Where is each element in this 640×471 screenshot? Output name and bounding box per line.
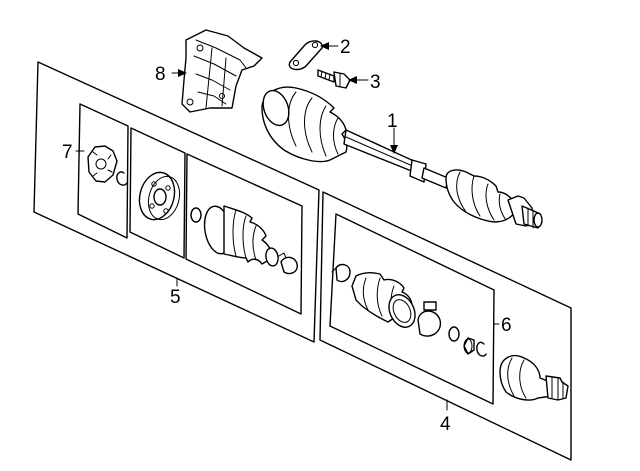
inner-box-inner-boot-kit <box>329 213 495 405</box>
arrow-2 <box>320 42 329 50</box>
lock-plate-part <box>288 40 323 71</box>
boot-band-part <box>417 301 442 337</box>
callout-2: 2 <box>340 37 351 58</box>
leader-lines <box>75 42 500 411</box>
ring-part <box>190 207 202 223</box>
panel-left <box>33 61 320 343</box>
callout-8: 8 <box>155 64 166 85</box>
boot-clamp-part-left <box>278 252 298 275</box>
heat-shield-part <box>181 29 263 113</box>
panel-right <box>319 191 572 461</box>
small-washer-part <box>448 326 460 342</box>
snap-ring-part <box>116 171 128 186</box>
retaining-ring-part <box>476 341 487 357</box>
callout-7: 7 <box>62 142 73 163</box>
callout-5: 5 <box>170 287 181 308</box>
callout-1: 1 <box>387 111 398 132</box>
inner-box-boot-kit <box>185 153 303 315</box>
flange-part <box>138 171 181 221</box>
spacer-part <box>463 337 475 355</box>
boot-clamp-part-right <box>331 263 351 283</box>
inner-box-flange <box>129 127 186 259</box>
axle-assembly <box>261 86 543 229</box>
arrow-8 <box>178 69 187 77</box>
bolt-part <box>317 69 351 89</box>
callout-4: 4 <box>440 414 451 435</box>
cv-joint-part-right <box>499 354 569 401</box>
callout-6: 6 <box>501 315 512 336</box>
callout-3: 3 <box>370 72 381 93</box>
inner-box-seal-kit <box>77 103 129 239</box>
cv-boot-part-left <box>203 205 279 267</box>
arrow-1 <box>390 145 398 154</box>
cv-boot-part-right <box>351 271 416 328</box>
gasket-part <box>87 145 118 183</box>
arrow-3 <box>348 76 357 84</box>
